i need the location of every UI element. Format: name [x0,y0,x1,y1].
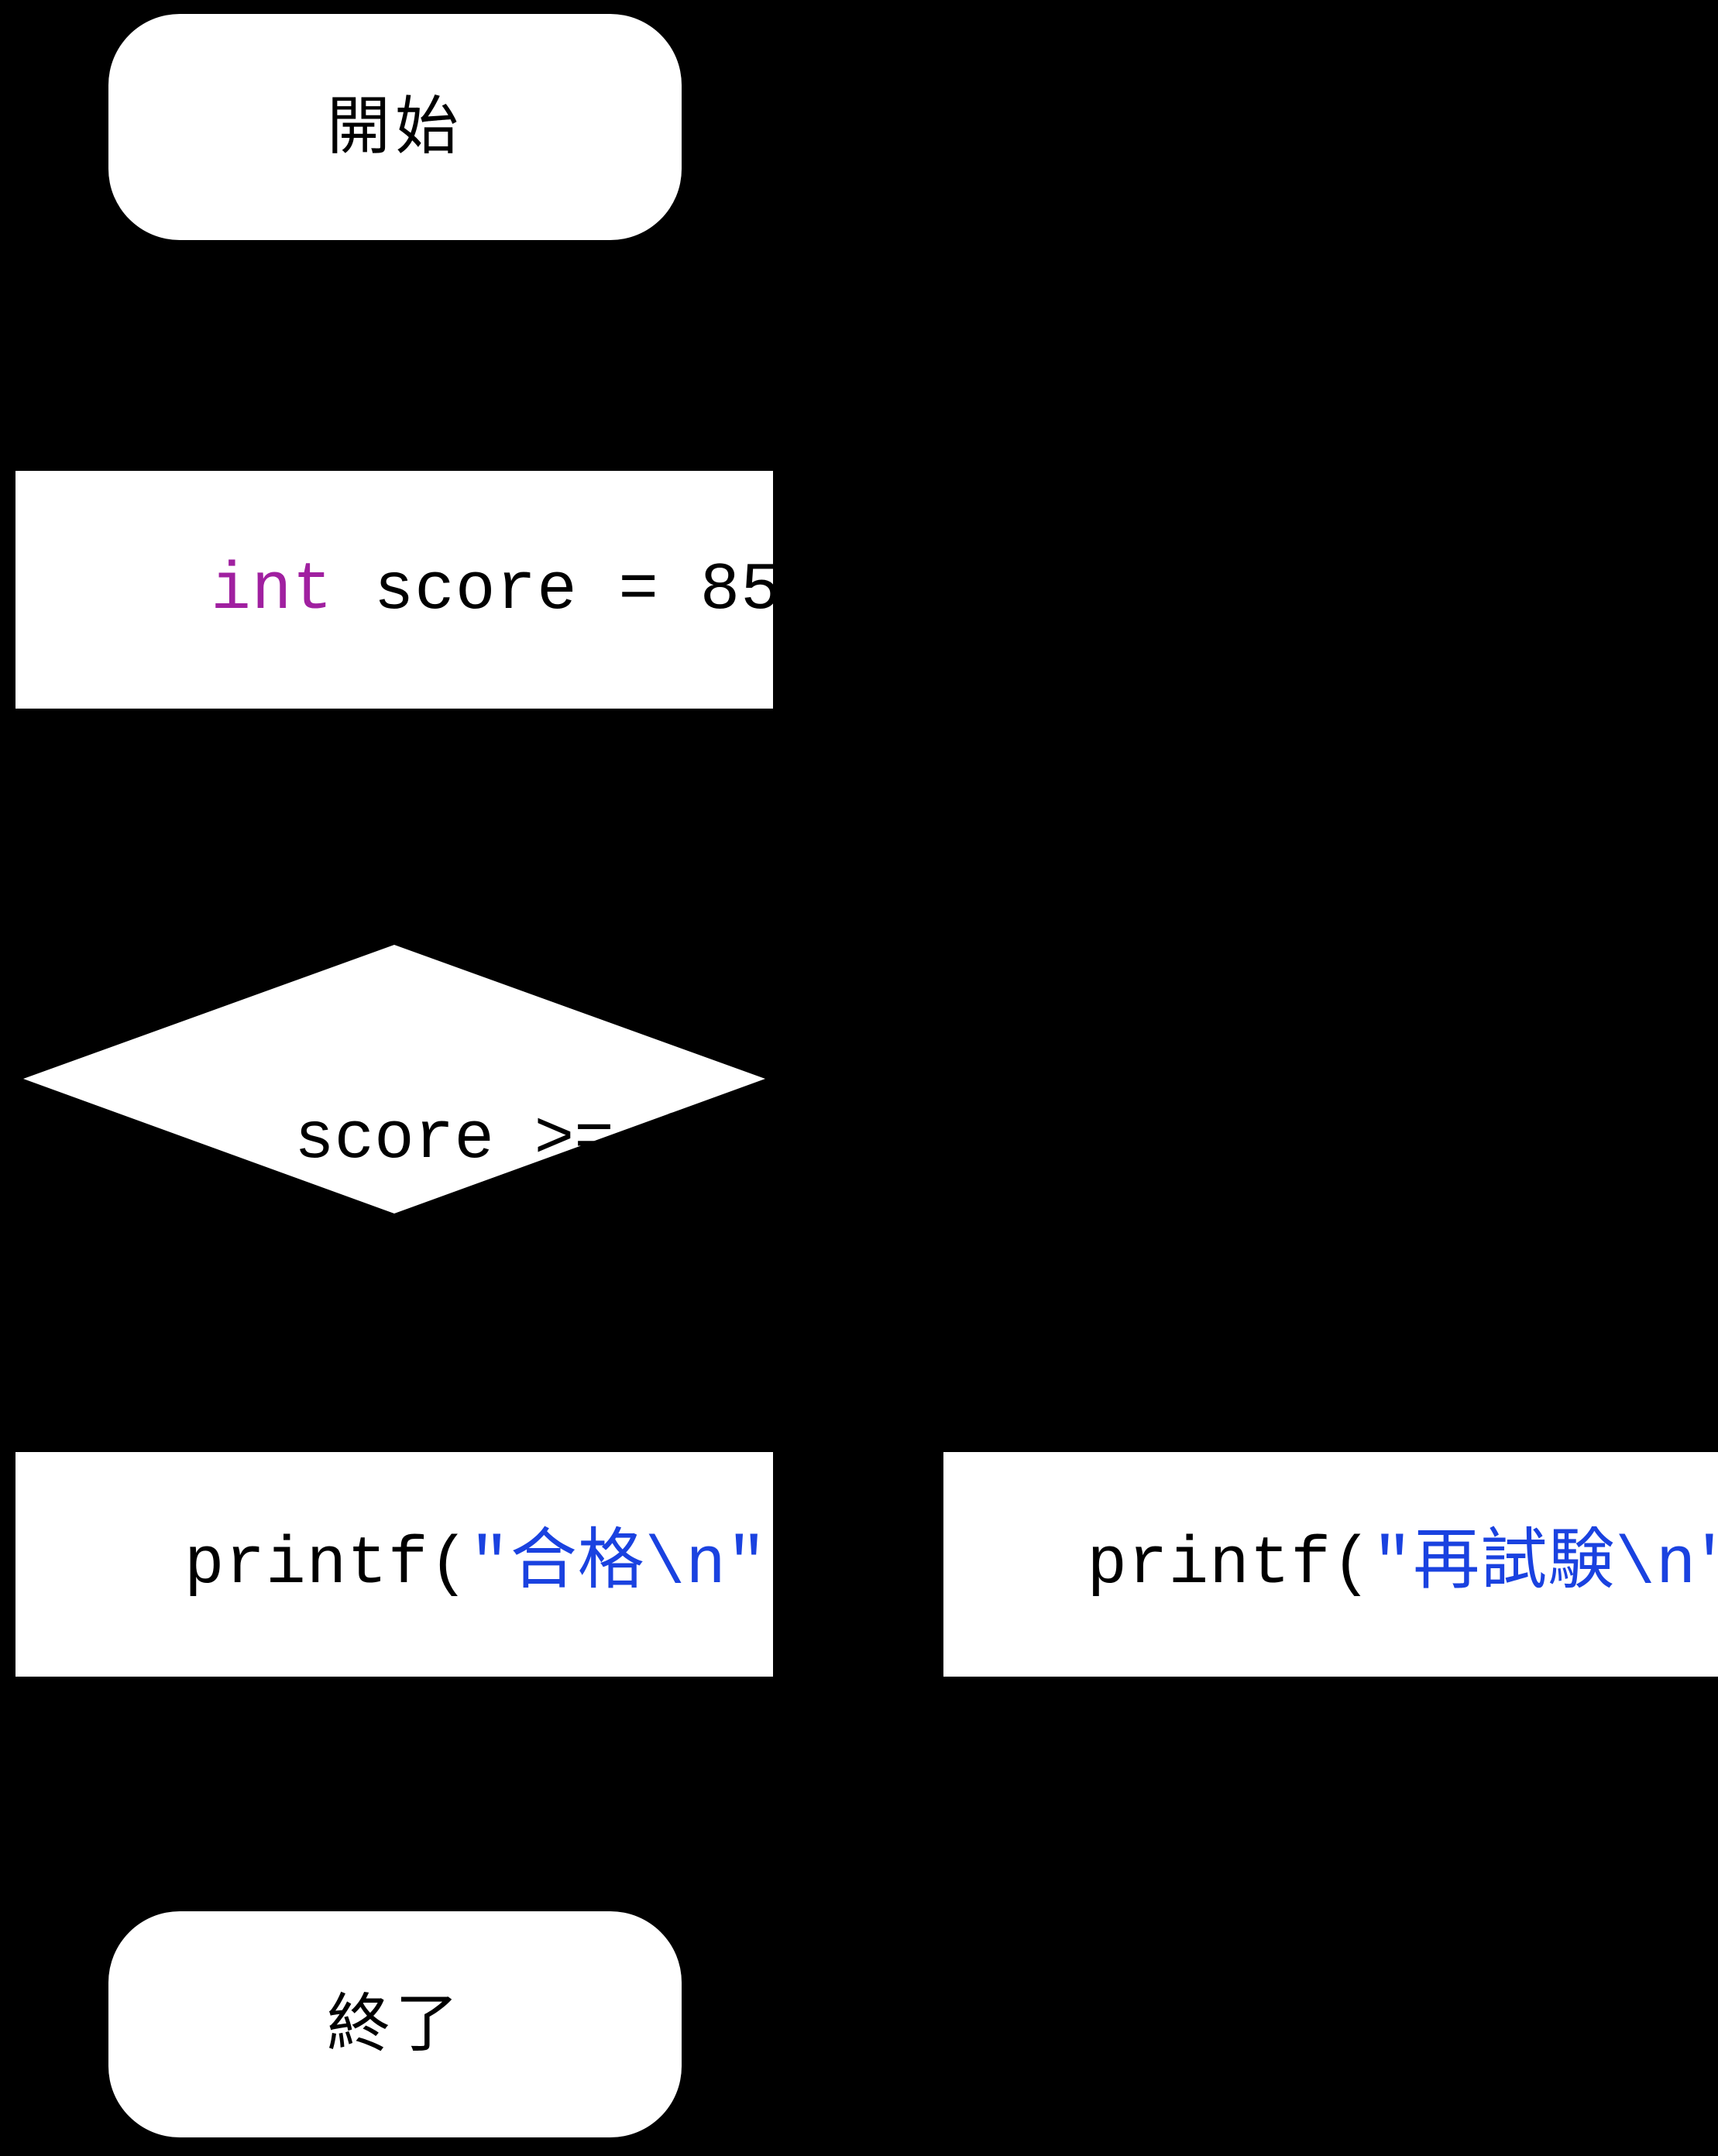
flow-node-declaration-label: int score = 85; [15,490,773,690]
flow-node-end[interactable]: 終了 [108,1911,682,2137]
edge-cond-to-fail [765,1077,1331,1080]
edge-start-to-decl [393,240,396,471]
code-token-keyword: int [211,551,334,628]
edge-cond-to-pass [393,1214,396,1452]
edge-fail-to-end [393,1804,1331,1808]
flow-node-pass-output-label: printf("合格\n"); [15,1464,773,1664]
flow-node-fail-output[interactable]: printf("再試験\n"); [943,1452,1718,1677]
flow-node-declaration[interactable]: int score = 85; [15,471,773,709]
edge-decl-to-cond [393,709,396,945]
code-token-call-open: printf( [1087,1526,1373,1602]
code-token-string: "合格\n" [469,1526,768,1602]
code-token-plain: score = 85; [373,551,773,628]
flow-node-end-label: 終了 [326,1987,463,2061]
edge-pass-to-end [393,1677,396,1911]
decision-diamond-shape [23,945,765,1214]
flow-node-pass-output[interactable]: printf("合格\n"); [15,1452,773,1677]
code-token-call-close: ); [768,1526,773,1602]
flow-node-decision-label: score >= 60 [23,1039,765,1239]
flow-node-fail-output-label: printf("再試験\n"); [943,1464,1718,1664]
edge-fail-to-end-drop [1328,1677,1331,1808]
edge-cond-to-fail-drop [1328,1077,1331,1452]
code-token-condition: score >= 60 [294,1101,734,1177]
flow-node-decision[interactable]: score >= 60 [23,945,765,1214]
code-token-string: "再試験\n" [1372,1526,1718,1602]
code-token-call-open: printf( [184,1526,470,1602]
flow-node-start-label: 開始 [326,90,463,163]
flow-node-start[interactable]: 開始 [108,14,682,240]
